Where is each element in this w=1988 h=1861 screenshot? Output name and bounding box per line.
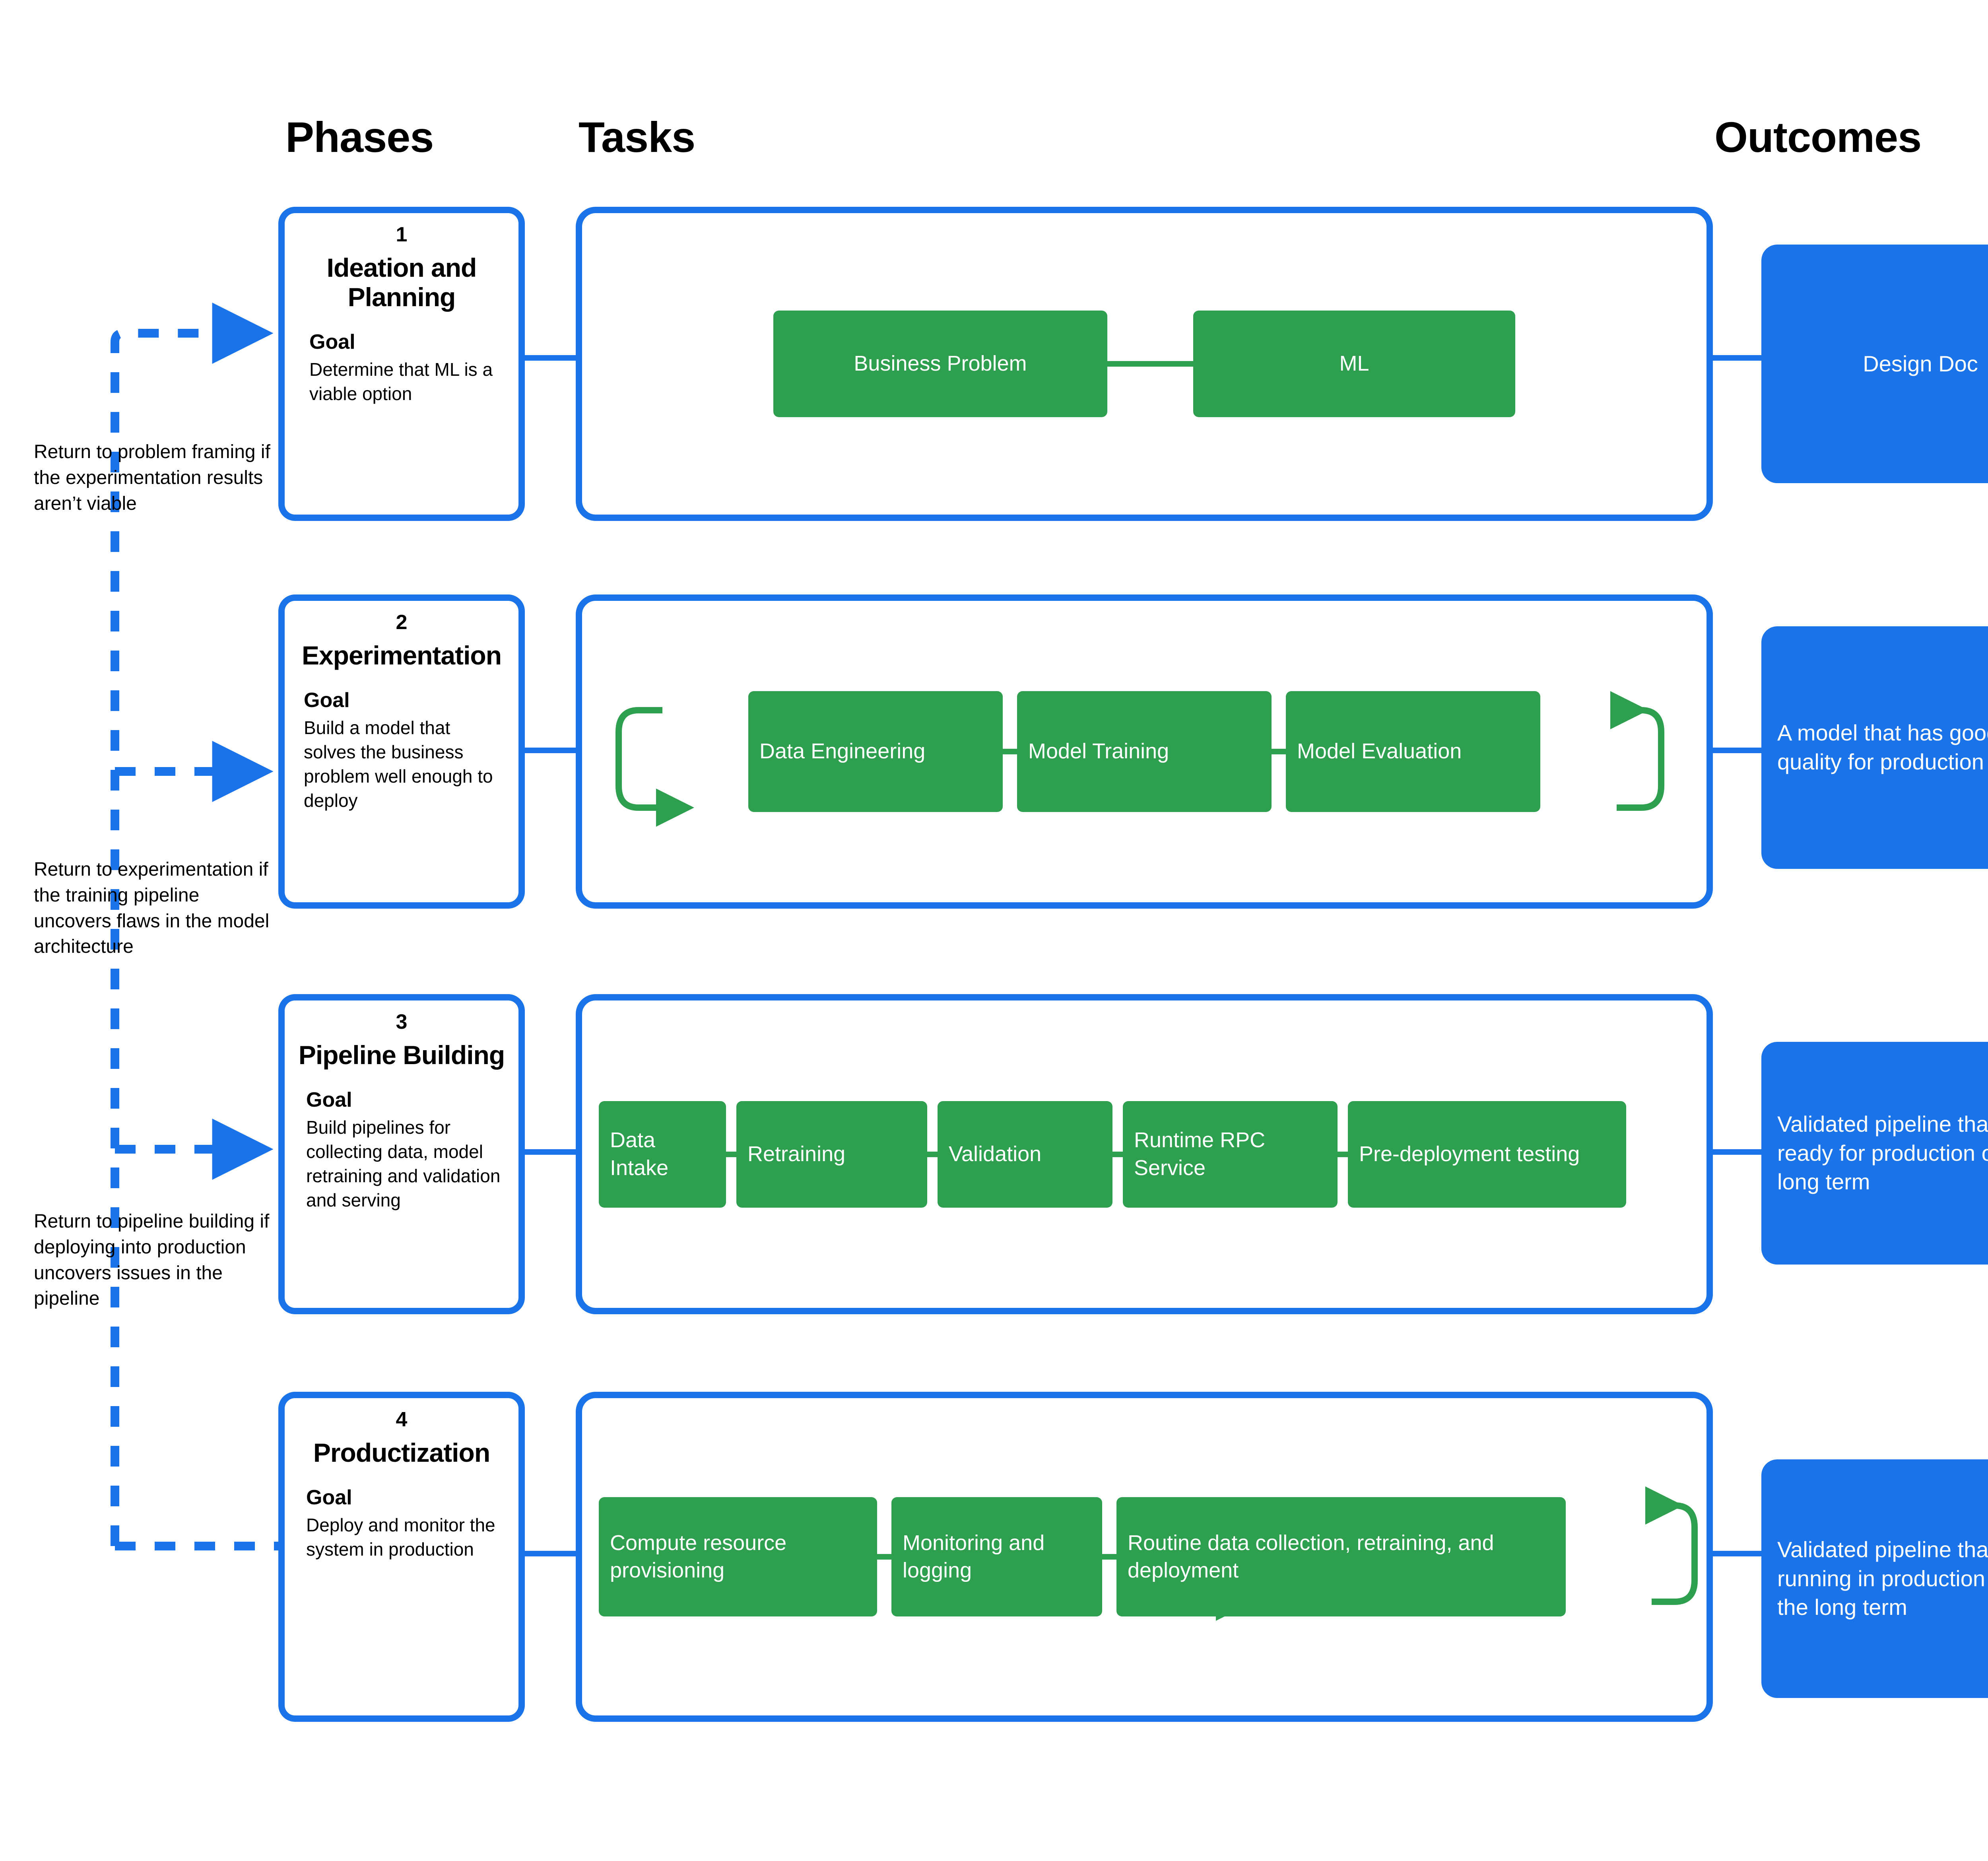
phase-row-1: 1 Ideation and Planning Goal Determine t…	[0, 201, 1988, 521]
task-connector	[1107, 361, 1193, 367]
tasks-panel-1: Business Problem ML	[576, 207, 1713, 521]
task-box[interactable]: Retraining	[736, 1101, 927, 1208]
tasks-panel-2: Data Engineering Model Training Model Ev…	[576, 594, 1713, 909]
connector-phase2-tasks	[525, 748, 576, 753]
task-connector	[1112, 1151, 1123, 1157]
outcome-box-1[interactable]: Design Doc	[1761, 245, 1988, 483]
column-header-outcomes: Outcomes	[1714, 113, 1922, 161]
phase-card-3[interactable]: 3 Pipeline Building Goal Build pipelines…	[278, 994, 525, 1314]
phase-title: Pipeline Building	[298, 1040, 505, 1070]
phase-card-2[interactable]: 2 Experimentation Goal Build a model tha…	[278, 594, 525, 909]
task-box[interactable]: Data Intake	[599, 1101, 726, 1208]
task-connector	[1272, 749, 1286, 754]
task-connector	[1338, 1151, 1348, 1157]
task-connector	[1102, 1554, 1116, 1560]
outcome-box-4[interactable]: Validated pipeline that’s running in pro…	[1761, 1459, 1988, 1698]
phase-goal-text: Determine that ML is a viable option	[309, 359, 493, 404]
phase-card-4[interactable]: 4 Productization Goal Deploy and monitor…	[278, 1392, 525, 1722]
phase-row-2: 2 Experimentation Goal Build a model tha…	[0, 591, 1988, 913]
task-connector	[726, 1151, 736, 1157]
phase-row-4: 4 Productization Goal Deploy and monitor…	[0, 1388, 1988, 1734]
phase-goal-label: Goal	[304, 689, 350, 712]
outcome-box-2[interactable]: A model that has good quality for produc…	[1761, 626, 1988, 869]
phase-goal-text: Build a model that solves the business p…	[304, 717, 493, 811]
phase-title: Experimentation	[301, 641, 502, 670]
feedback-annotation-2: Return to experimentation if the trainin…	[34, 859, 270, 958]
connector-tasks2-outcome	[1713, 748, 1761, 753]
feedback-annotation-1: Return to problem framing if the experim…	[34, 441, 270, 514]
column-header-phases: Phases	[285, 113, 434, 161]
task-box[interactable]: Runtime RPC Service	[1123, 1101, 1338, 1208]
phase-goal-label: Goal	[306, 1088, 352, 1112]
phase-title: Productization	[313, 1438, 490, 1468]
outcome-box-3[interactable]: Validated pipeline that’s ready for prod…	[1761, 1042, 1988, 1265]
task-connector	[927, 1151, 938, 1157]
task-box[interactable]: Validation	[938, 1101, 1112, 1208]
tasks-panel-3: Data Intake Retraining Validation Runtim…	[576, 994, 1713, 1314]
phase-row-3: 3 Pipeline Building Goal Build pipelines…	[0, 990, 1988, 1316]
connector-tasks4-outcome	[1713, 1551, 1761, 1556]
task-box[interactable]: ML	[1193, 311, 1515, 417]
task-box[interactable]: Model Evaluation	[1286, 691, 1540, 812]
phase-title: Ideation and Planning	[326, 253, 477, 312]
task-connector	[1003, 749, 1017, 754]
connector-tasks1-outcome	[1713, 355, 1761, 361]
phase-number: 1	[396, 223, 408, 246]
task-box[interactable]: Routine data collection, retraining, and…	[1116, 1497, 1566, 1616]
phase-number: 3	[396, 1010, 408, 1033]
phase-goal-label: Goal	[309, 330, 355, 354]
task-box[interactable]: Pre-deployment testing	[1348, 1101, 1626, 1208]
phase-card-1[interactable]: 1 Ideation and Planning Goal Determine t…	[278, 207, 525, 521]
task-box[interactable]: Business Problem	[773, 311, 1107, 417]
column-header-tasks: Tasks	[579, 113, 695, 161]
task-box[interactable]: Data Engineering	[748, 691, 1003, 812]
feedback-annotation-3: Return to pipeline building if deploying…	[34, 1211, 270, 1309]
task-strip-3: Data Intake Retraining Validation Runtim…	[582, 1101, 1706, 1208]
connector-phase3-tasks	[525, 1149, 576, 1155]
tasks-panel-4: Compute resource provisioning Monitoring…	[576, 1392, 1713, 1722]
task-strip-1: Business Problem ML	[582, 311, 1706, 417]
phase-goal-text: Deploy and monitor the system in product…	[306, 1514, 495, 1560]
task-box[interactable]: Model Training	[1017, 691, 1272, 812]
task-strip-2: Data Engineering Model Training Model Ev…	[582, 691, 1706, 812]
phase-number: 4	[396, 1408, 408, 1431]
task-box[interactable]: Compute resource provisioning	[599, 1497, 877, 1616]
connector-phase1-tasks	[525, 355, 576, 361]
task-strip-4: Compute resource provisioning Monitoring…	[582, 1497, 1706, 1616]
phase-goal-label: Goal	[306, 1486, 352, 1509]
connector-tasks3-outcome	[1713, 1149, 1761, 1155]
task-connector	[877, 1554, 891, 1560]
phase-number: 2	[396, 611, 408, 634]
phase-goal-text: Build pipelines for collecting data, mod…	[306, 1117, 501, 1211]
task-box[interactable]: Monitoring and logging	[891, 1497, 1102, 1616]
connector-phase4-tasks	[525, 1551, 576, 1556]
